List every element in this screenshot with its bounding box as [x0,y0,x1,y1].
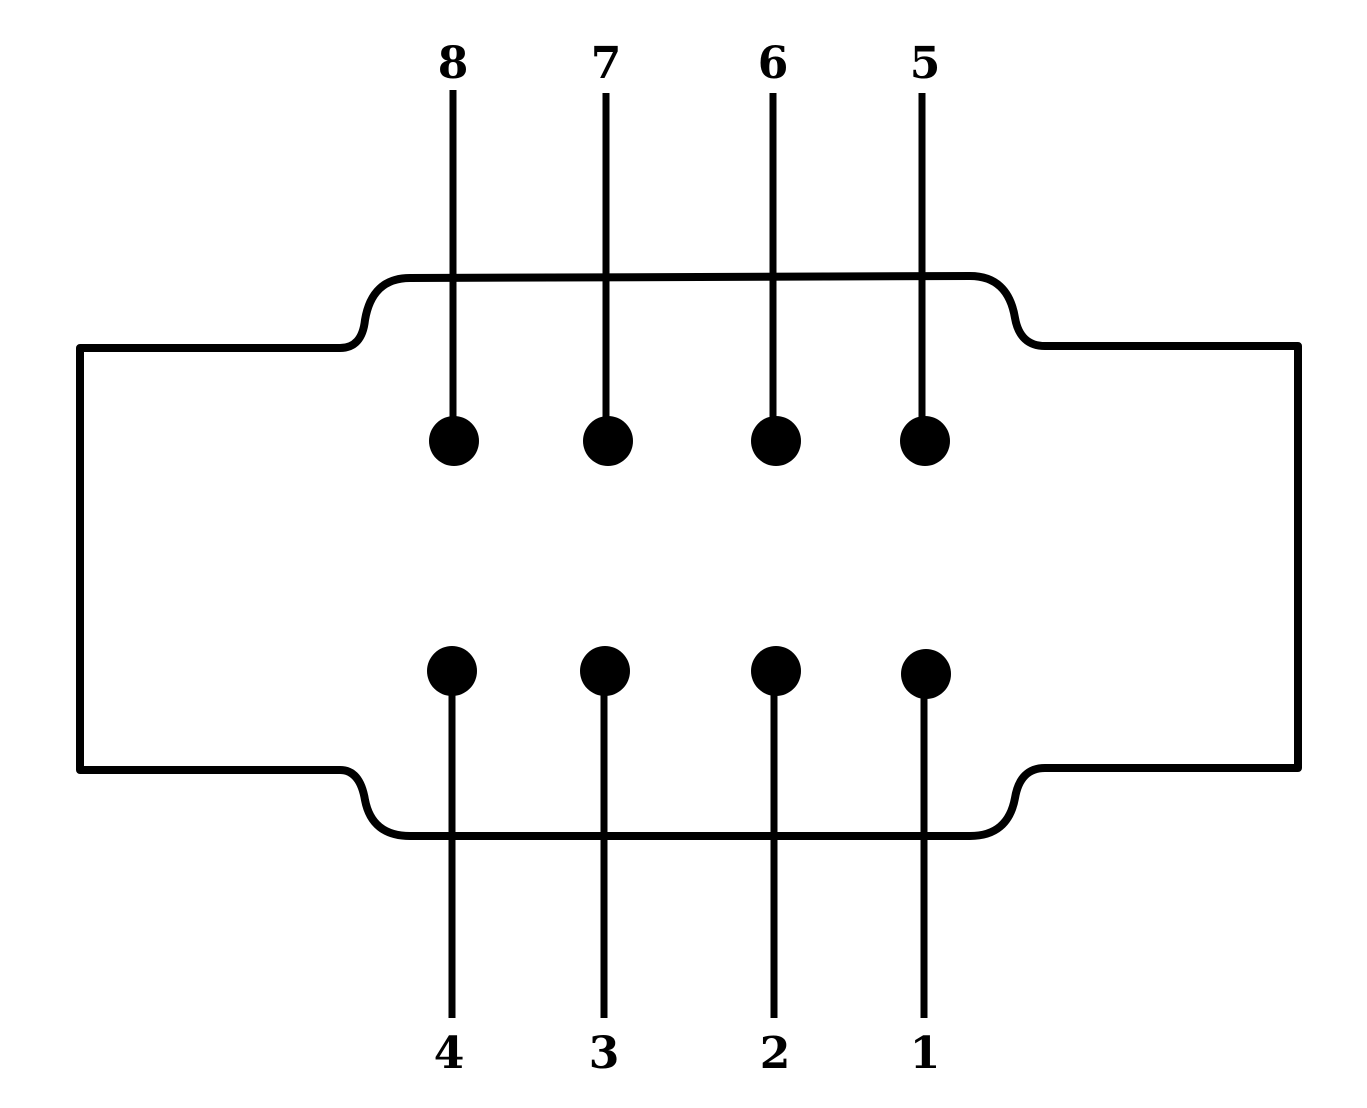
pin-5-pad [900,416,950,466]
pin-label-2: 2 [760,1028,791,1079]
pin-label-4: 4 [434,1028,465,1079]
pin-3-pad [580,646,630,696]
package-outline [76,272,1302,840]
pin-label-6: 6 [758,38,789,89]
pin-2-pad [751,646,801,696]
pin-label-8: 8 [438,38,469,89]
pin-label-3: 3 [589,1028,620,1079]
pin-label-1: 1 [910,1028,941,1079]
pin-label-7: 7 [591,38,622,89]
pin-4-pad [427,646,477,696]
pin-7-pad [583,416,633,466]
pin-8-pad [429,416,479,466]
pin-label-5: 5 [910,38,941,89]
pin-6-pad [751,416,801,466]
pin-1-pad [901,649,951,699]
